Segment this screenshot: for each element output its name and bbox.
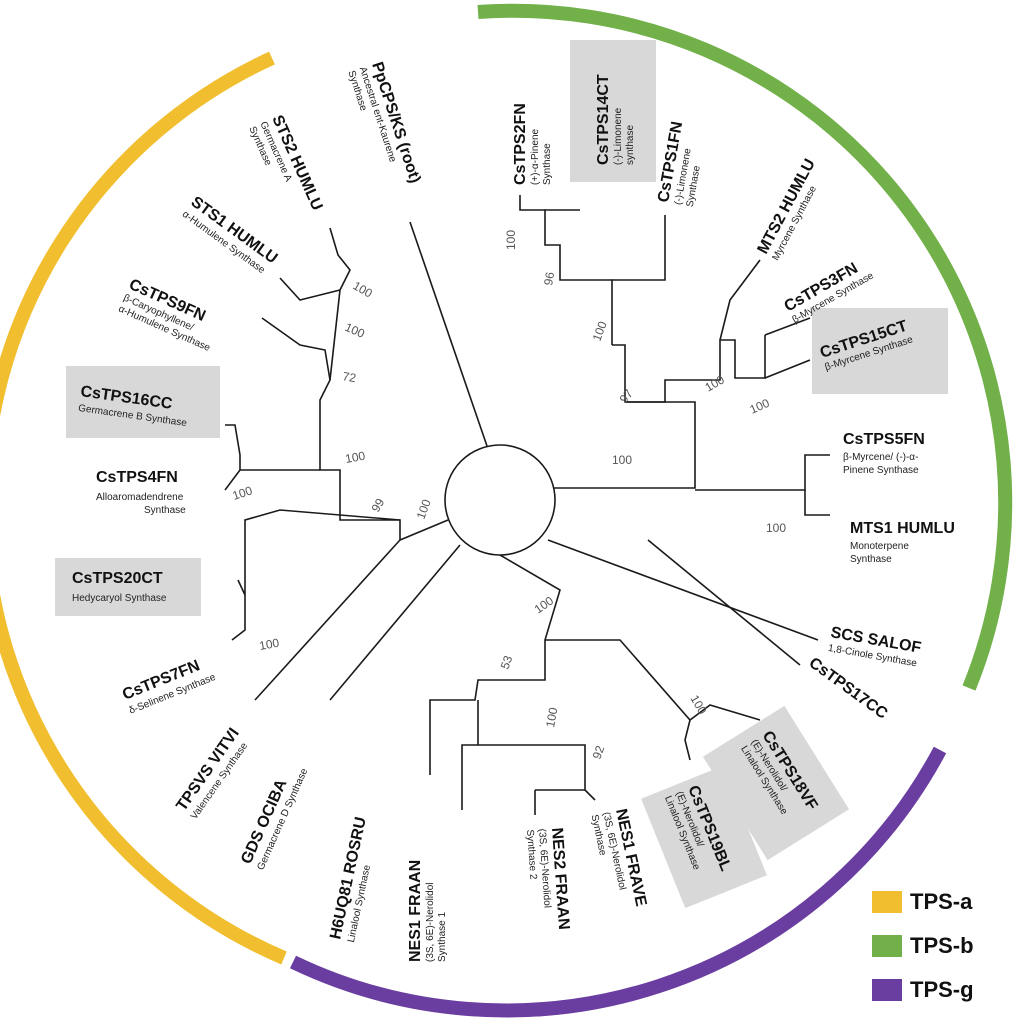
svg-text:CsTPS20CT: CsTPS20CT [72, 570, 163, 587]
svg-text:CsTPS4FN: CsTPS4FN [96, 469, 178, 486]
taxon-scs: SCS SALOF 1,8-Cinole Synthase [827, 624, 923, 669]
bootstrap-label: 100 [703, 372, 728, 394]
highlight-cstps20ct [55, 558, 201, 616]
taxon-sts1: STS1 HUMLU α-Humulene Synthase [180, 193, 280, 276]
taxon-cstps9fn: CsTPS9FN β-Caryophyllene/ α-Humulene Syn… [117, 276, 212, 354]
svg-text:(-)-Limonene: (-)-Limonene [613, 107, 624, 165]
highlight-boxes [55, 40, 948, 909]
bootstrap-label: 99 [368, 496, 387, 515]
legend-swatch-tps-a [872, 891, 902, 913]
bootstrap-label: 97 [617, 386, 637, 405]
tree-center-ring [444, 444, 556, 556]
svg-text:Synthase: Synthase [144, 505, 186, 516]
legend-label-tps-a: TPS-a [910, 889, 973, 914]
svg-text:(3S, 6E)-Nerolidol: (3S, 6E)-Nerolidol [425, 883, 436, 962]
legend-item-tps-a: TPS-a [872, 880, 1012, 924]
svg-text:Synthase: Synthase [542, 143, 553, 185]
legend-swatch-tps-b [872, 935, 902, 957]
taxon-cstps7fn: CsTPS7FN δ-Selinene Synthase [120, 657, 218, 716]
legend-label-tps-b: TPS-b [910, 933, 974, 958]
svg-text:NES1 FRAAN: NES1 FRAAN [407, 860, 424, 962]
svg-text:Synthase 2: Synthase 2 [524, 829, 538, 880]
tps-a-arc [0, 51, 287, 965]
bootstrap-label: 72 [341, 369, 357, 385]
taxon-h6uq81: H6UQ81 ROSRU Linalool Synthase [327, 816, 373, 944]
svg-text:β-Myrcene/ (-)-α-: β-Myrcene/ (-)-α- [843, 452, 918, 463]
taxon-nes1fraan: NES1 FRAAN (3S, 6E)-Nerolidol Synthase 1 [407, 860, 448, 962]
bootstrap-label: 96 [541, 271, 557, 287]
taxon-cstps20ct: CsTPS20CT Hedycaryol Synthase [72, 570, 167, 604]
taxon-cstps5fn: CsTPS5FN β-Myrcene/ (-)-α- Pinene Syntha… [843, 431, 925, 476]
svg-text:CsTPS5FN: CsTPS5FN [843, 431, 925, 448]
legend-item-tps-b: TPS-b [872, 924, 1012, 968]
taxon-nes2fraan: NES2 FRAAN (3S, 6E)-Nerolidol Synthase 2 [524, 827, 572, 930]
svg-text:Synthase 1: Synthase 1 [437, 912, 448, 962]
svg-text:synthase: synthase [625, 125, 636, 165]
bootstrap-values: 100 96 100 100 100 97 100 100 100 53 100… [231, 230, 787, 761]
highlight-cstps16cc [66, 366, 220, 438]
svg-text:CsTPS14CT: CsTPS14CT [595, 74, 612, 165]
highlight-cstps19bl [641, 765, 767, 909]
svg-text:Pinene Synthase: Pinene Synthase [843, 465, 919, 476]
highlight-cstps15ct [812, 308, 948, 394]
bootstrap-label: 92 [590, 743, 608, 761]
svg-text:Alloaromadendrene: Alloaromadendrene [96, 492, 184, 503]
taxon-mts1: MTS1 HUMLU Monoterpene Synthase [850, 520, 955, 565]
legend-item-tps-g: TPS-g [872, 968, 1012, 1012]
svg-text:NES2 FRAAN: NES2 FRAAN [548, 827, 572, 930]
bootstrap-label: 100 [543, 706, 560, 728]
taxon-gds: GDS OCIBA Germacrene D Synthase [238, 767, 310, 872]
bootstrap-label: 100 [258, 636, 280, 653]
taxon-cstps14ct: CsTPS14CT (-)-Limonene synthase [595, 74, 636, 165]
bootstrap-label: 100 [687, 693, 709, 718]
svg-text:Monoterpene: Monoterpene [850, 541, 909, 552]
highlight-cstps18vf [702, 705, 850, 861]
svg-text:Hedycaryol Synthase: Hedycaryol Synthase [72, 593, 167, 604]
taxon-cstps1fn: CsTPS1FN (-)-Limonene Synthase [655, 120, 703, 208]
legend-label-tps-g: TPS-g [910, 977, 974, 1002]
tree-branches [224, 195, 830, 815]
highlight-cstps14ct [570, 40, 656, 182]
bootstrap-label: 100 [590, 319, 610, 343]
taxon-sts2: STS2 HUMLU Germacrene A Synthase [246, 113, 325, 213]
taxon-tpsvs: TPSVS VITVI Valencene Synthase [173, 725, 250, 822]
svg-text:CsTPS17CC: CsTPS17CC [806, 654, 891, 722]
taxon-cstps4fn: CsTPS4FN Alloaromadendrene Synthase [96, 469, 186, 516]
svg-text:(+)-α-Pinene: (+)-α-Pinene [530, 128, 541, 185]
bootstrap-label: 100 [748, 396, 772, 417]
bootstrap-label: 100 [414, 497, 434, 521]
svg-text:Synthase: Synthase [850, 554, 892, 565]
taxon-nes1frave: NES1 FRAVE (3S, 6E)-Nerolidol Synthase [589, 807, 650, 908]
legend-swatch-tps-g [872, 979, 902, 1001]
tps-g-arc [289, 746, 947, 1018]
tps-b-arc [477, 3, 1013, 691]
taxon-cstps17cc: CsTPS17CC [806, 654, 891, 722]
taxon-ppcps: PpCPS/KS (root) Ancestral ent-Kaurene Sy… [345, 60, 423, 185]
bootstrap-label: 100 [504, 230, 518, 250]
bootstrap-label: 53 [498, 653, 516, 671]
taxon-labels: CsTPS2FN (+)-α-Pinene Synthase CsTPS14CT… [72, 60, 955, 962]
bootstrap-label: 100 [766, 521, 786, 535]
taxon-cstps2fn: CsTPS2FN (+)-α-Pinene Synthase [512, 103, 553, 185]
bootstrap-label: 100 [344, 449, 366, 466]
taxon-mts2: MTS2 HUMLU Myrcene Synthase [755, 156, 820, 262]
legend: TPS-a TPS-b TPS-g [872, 880, 1012, 1012]
svg-text:MTS1 HUMLU: MTS1 HUMLU [850, 520, 955, 537]
bootstrap-label: 100 [231, 483, 255, 503]
bootstrap-label: 100 [612, 453, 632, 467]
bootstrap-label: 100 [343, 320, 367, 341]
bootstrap-label: 100 [351, 278, 376, 300]
svg-text:CsTPS2FN: CsTPS2FN [512, 103, 529, 185]
